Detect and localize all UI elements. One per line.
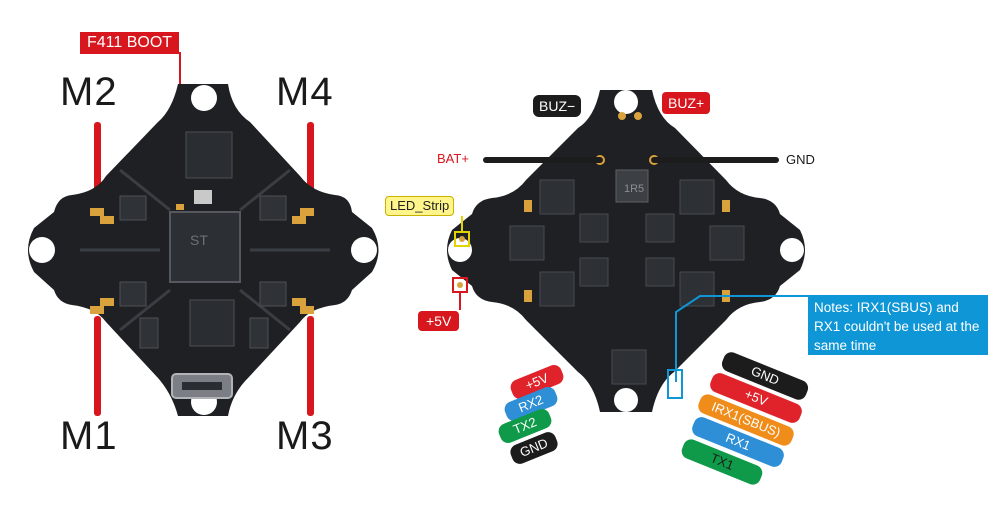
hole-top-right-board [614,90,638,114]
left-components [119,195,287,349]
left-motor-pads [90,208,314,314]
right-board-pcb [447,90,805,412]
note-callout-line [675,295,808,382]
motor-label-m3: M3 [276,414,334,458]
pad-5v-label: +5V [418,311,460,331]
flash-chip [189,299,235,347]
hole-right [351,237,377,263]
elrs-chip [185,131,233,179]
bat-label: BAT+ [437,151,469,166]
motor-label-m4: M4 [276,70,334,114]
led-strip-pad [459,236,465,242]
hole-left [29,237,55,263]
buz-positive-label: BUZ+ [662,92,711,114]
motor-label-m1: M1 [60,414,118,458]
inductor-marking: 1R5 [624,183,644,195]
hole-right-right-board [780,238,804,262]
rx-pad-highlight [667,369,683,399]
hole-bottom-right-board [614,388,638,412]
boot-pad [176,204,184,210]
gnd-label: GND [786,152,815,167]
buz-negative-label: BUZ− [533,95,582,117]
led-strip-label: LED_Strip [385,196,455,216]
inductor [615,169,649,203]
usb-port-inner [182,382,222,390]
boot-button [194,190,212,204]
mosfet-array [509,179,745,385]
left-board-traces [80,168,330,332]
m3-wire [307,316,314,416]
hole-top [191,85,217,111]
m1-wire [94,316,101,416]
note-box: Notes: IRX1(SBUS) and RX1 couldn't be us… [808,295,988,355]
pad-5v [457,282,463,288]
motor-label-m2: M2 [60,70,118,114]
boot-label: F411 BOOT [80,32,180,54]
mcu-chip [169,211,241,283]
mcu-logo: ST [190,232,208,248]
